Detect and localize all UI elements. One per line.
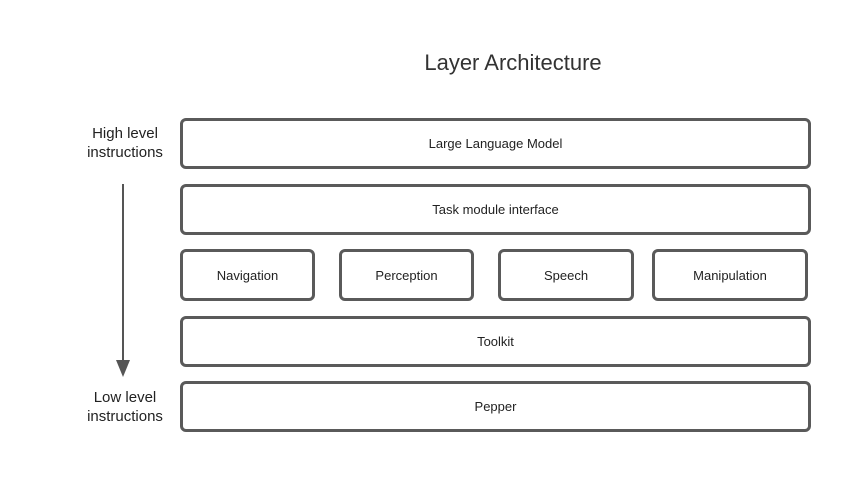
layer-label: Task module interface: [432, 202, 559, 217]
layer-label: Toolkit: [477, 334, 514, 349]
module-manipulation: Manipulation: [652, 249, 808, 301]
high-level-label: High level instructions: [70, 124, 180, 162]
module-label: Manipulation: [693, 267, 767, 283]
high-level-label-line-2: instructions: [87, 144, 163, 161]
module-navigation: Navigation: [180, 249, 315, 301]
low-level-label: Low level instructions: [70, 388, 180, 426]
layer-label: Large Language Model: [428, 136, 563, 151]
layer-large-language-model: Large Language Model: [180, 118, 811, 169]
layer-task-module-interface: Task module interface: [180, 184, 811, 235]
module-perception: Perception: [339, 249, 474, 301]
layer-label: Pepper: [474, 399, 517, 414]
high-level-label-line-1: High level: [92, 125, 158, 142]
diagram-title: Layer Architecture: [424, 50, 602, 75]
low-level-label-line-2: instructions: [87, 408, 163, 425]
module-label: Speech: [543, 267, 589, 283]
module-speech: Speech: [498, 249, 634, 301]
layer-toolkit: Toolkit: [180, 316, 811, 367]
low-level-label-line-1: Low level: [93, 389, 157, 406]
module-label: Navigation: [216, 267, 279, 283]
module-label: Perception: [375, 267, 438, 283]
arrow-down-icon: [116, 184, 130, 377]
layer-pepper: Pepper: [180, 381, 811, 432]
